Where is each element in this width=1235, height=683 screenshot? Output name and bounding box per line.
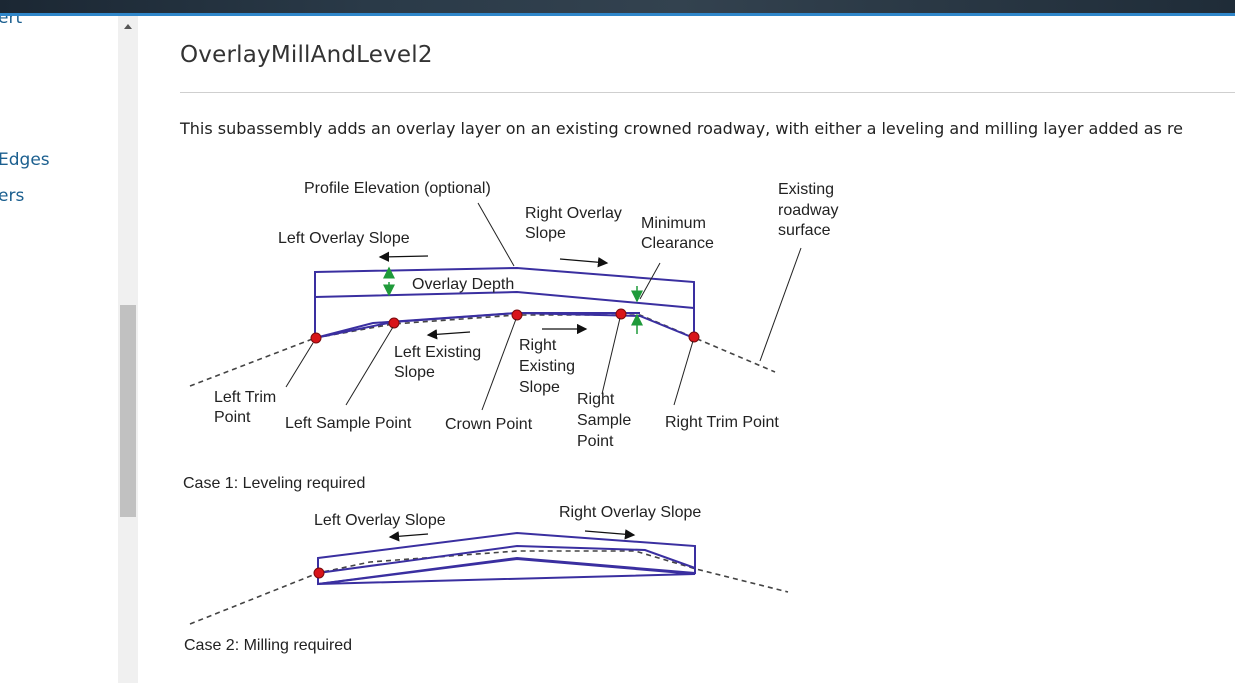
sidebar-item-layers[interactable]: ers	[0, 186, 25, 206]
case1-existing-surface-line	[189, 314, 776, 387]
label-right-sample-point-3: Point	[577, 433, 614, 450]
page-title: OverlayMillAndLevel2	[180, 42, 433, 68]
sidebar-nav: ert Edges ers	[0, 16, 118, 683]
case1-overlay-depth-line	[314, 290, 695, 309]
sidebar-scrollbar[interactable]	[118, 16, 138, 683]
label-left-trim-point-2: Point	[214, 409, 251, 426]
label-left-sample-point: Left Sample Point	[285, 415, 412, 432]
label-existing-2: roadway	[778, 202, 838, 219]
case1-diagram: Profile Elevation (optional) Right Overl…	[183, 180, 838, 492]
label-right-overlay-slope-1: Right Overlay	[525, 205, 622, 222]
top-banner	[0, 0, 1235, 13]
label-overlay-depth: Overlay Depth	[412, 276, 514, 293]
case2-label-left-overlay-slope: Left Overlay Slope	[314, 512, 446, 529]
left-trim-point-marker	[310, 332, 322, 344]
case1-caption: Case 1: Leveling required	[183, 475, 365, 492]
sidebar-item-convert[interactable]: ert	[0, 16, 23, 28]
left-sample-point-marker	[388, 317, 400, 329]
case2-trim-point-marker	[313, 567, 325, 579]
label-minimum-clearance-2: Clearance	[641, 235, 714, 252]
label-existing-1: Existing	[778, 181, 834, 198]
label-crown-point: Crown Point	[445, 416, 533, 433]
label-right-existing-slope-3: Slope	[519, 379, 560, 396]
sidebar-item-edges[interactable]: Edges	[0, 150, 50, 170]
crown-point-marker	[511, 309, 523, 321]
subassembly-diagram: Profile Elevation (optional) Right Overl…	[183, 180, 838, 654]
label-right-overlay-slope-2: Slope	[525, 225, 566, 242]
case2-caption: Case 2: Milling required	[184, 637, 352, 654]
label-left-existing-slope-2: Slope	[394, 364, 435, 381]
label-existing-3: surface	[778, 222, 831, 239]
title-divider	[180, 92, 1235, 93]
label-profile-elevation: Profile Elevation (optional)	[304, 180, 491, 197]
case2-diagram: Left Overlay Slope Right Overlay Slope C…	[184, 504, 789, 654]
label-right-sample-point-2: Sample	[577, 412, 631, 429]
scrollbar-thumb[interactable]	[120, 305, 136, 517]
label-left-existing-slope-1: Left Existing	[394, 344, 481, 361]
intro-paragraph: This subassembly adds an overlay layer o…	[180, 119, 1184, 138]
label-minimum-clearance-1: Minimum	[641, 215, 706, 232]
label-left-overlay-slope: Left Overlay Slope	[278, 230, 410, 247]
label-right-existing-slope-2: Existing	[519, 358, 575, 375]
case2-label-right-overlay-slope: Right Overlay Slope	[559, 504, 701, 521]
case1-leveling-line	[314, 312, 640, 339]
right-sample-point-marker	[615, 308, 627, 320]
label-right-existing-slope-1: Right	[519, 337, 557, 354]
label-right-trim-point: Right Trim Point	[665, 414, 779, 431]
top-banner-accent	[0, 13, 1235, 16]
case2-milling-line	[317, 544, 696, 574]
right-trim-point-marker	[688, 331, 700, 343]
case2-milling-bottom	[317, 557, 696, 585]
main-content: OverlayMillAndLevel2 This subassembly ad…	[140, 16, 1235, 683]
scroll-up-arrow-icon[interactable]	[118, 16, 138, 36]
label-right-sample-point-1: Right	[577, 391, 615, 408]
label-left-trim-point-1: Left Trim	[214, 389, 276, 406]
